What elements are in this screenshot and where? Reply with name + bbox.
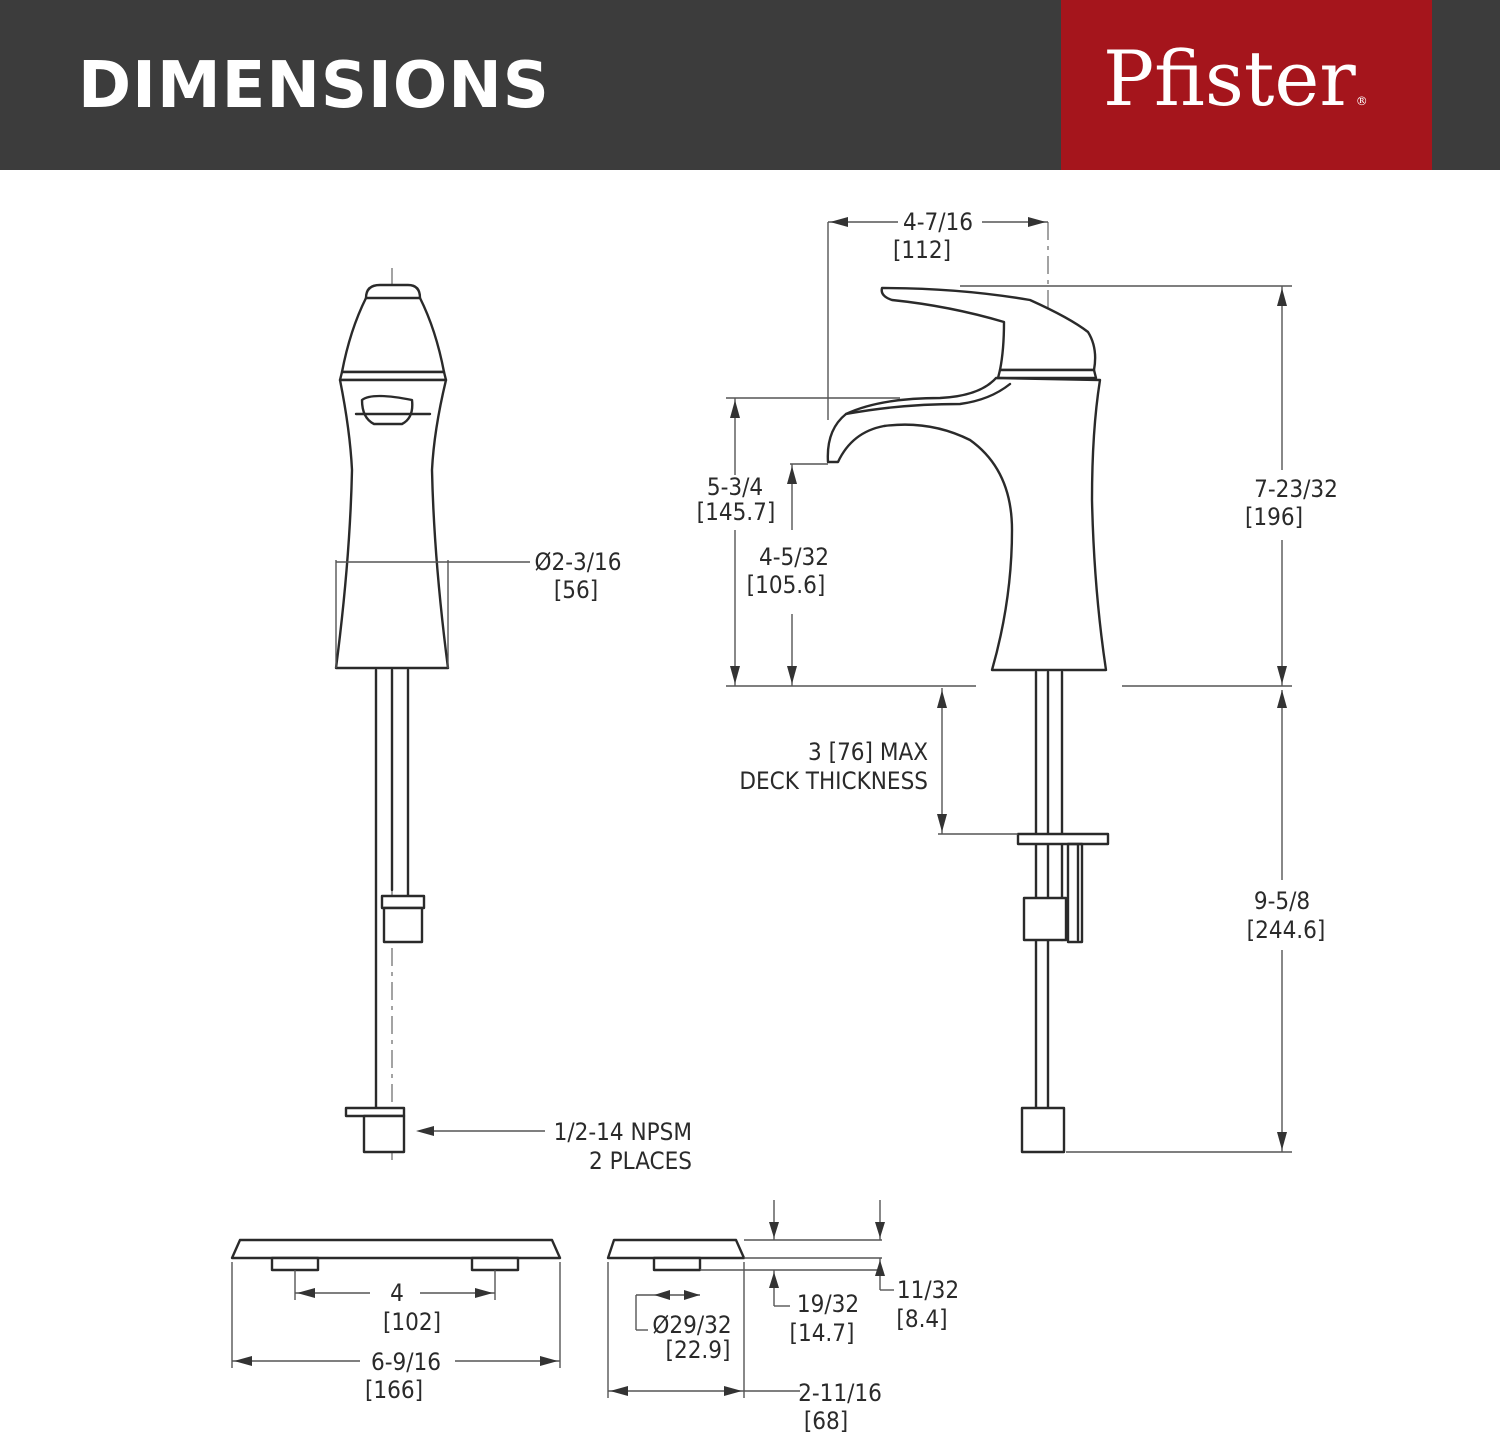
supply-fitting-front [362, 1114, 406, 1154]
reach-arrow-left [830, 217, 848, 227]
base-diameter-label: Ø2-3/16 [535, 548, 622, 576]
plate-offset-label-metric: [14.7] [790, 1319, 855, 1347]
plate-centers-label: 4 [390, 1279, 404, 1307]
hole-diameter-label: Ø29/32 [652, 1311, 731, 1339]
lever-handle [880, 286, 1097, 372]
reach-label: 4-7/16 [903, 208, 973, 236]
aerator-height-arrow-bottom [787, 666, 797, 684]
deck-plate-front [230, 1238, 562, 1368]
spout-height-arrow-bottom [730, 666, 740, 684]
thick-arrow-bottom [875, 1260, 885, 1276]
supply-thread-label-2: 2 PLACES [589, 1147, 692, 1175]
aerator-height-label-metric: [105.6] [747, 571, 826, 599]
reach-label-metric: [112] [893, 236, 951, 264]
mount-nut-side [1022, 896, 1068, 942]
plate-side-body [606, 1238, 746, 1260]
deck-thickness-arrow-top [937, 690, 947, 708]
spout-top-edge [844, 382, 1012, 416]
deck-thickness-label-2: DECK THICKNESS [739, 767, 928, 795]
offset-arrow-bottom [769, 1272, 779, 1288]
base-diameter-label-metric: [56] [554, 576, 598, 604]
faucet-body-side [826, 376, 1108, 672]
registered-mark: ® [1355, 94, 1368, 108]
aerator-height-label: 4-5/32 [759, 543, 829, 571]
plate-thickness-label-metric: [8.4] [896, 1305, 947, 1333]
plate-centers-label-metric: [102] [383, 1308, 441, 1336]
plate-depth-label: 2-11/16 [798, 1379, 882, 1407]
thick-arrow-top [875, 1222, 885, 1238]
supply-thread-label: 1/2-14 NPSM [554, 1118, 692, 1146]
plate-post-right [470, 1256, 520, 1272]
supply-fitting-side [1020, 1106, 1066, 1154]
brand-logo: Pfister® [1061, 0, 1432, 170]
hole-diameter-label-metric: [22.9] [666, 1336, 731, 1364]
plate-offset-label: 19/32 [797, 1290, 859, 1318]
spout-height-arrow-top [730, 400, 740, 418]
spout-opening [360, 394, 414, 426]
page-title: DIMENSIONS [78, 49, 550, 123]
hole-arrow-right [684, 1290, 700, 1300]
hole-arrow-left [654, 1290, 670, 1300]
front-view [334, 268, 545, 1160]
height-arrow-top [1277, 288, 1287, 306]
dimension-drawing: 4-7/16 [112] 7-23/32 [196] 5-3/4 [145.7]… [230, 208, 1338, 1435]
plate-post-left [270, 1256, 320, 1272]
centers-arrow-left [297, 1288, 315, 1298]
deck-plate-side [606, 1200, 894, 1398]
handle-body [340, 296, 446, 374]
shank-arrow-top [1277, 690, 1287, 708]
aerator-height-arrow-top [787, 466, 797, 484]
depth-arrow-right [724, 1386, 742, 1396]
shank-length-label-metric: [244.6] [1247, 916, 1326, 944]
spout-height-label: 5-3/4 [707, 473, 763, 501]
mount-nut-top [380, 894, 426, 910]
deck-thickness-arrow-bottom [937, 814, 947, 832]
plate-width-label: 6-9/16 [371, 1348, 441, 1376]
overall-height-label: 7-23/32 [1254, 475, 1338, 503]
handle-base-ring [996, 368, 1098, 380]
brand-wordmark: Pfister® [1103, 34, 1368, 146]
shank-arrow-bottom [1277, 1132, 1287, 1150]
depth-arrow-left [610, 1386, 628, 1396]
side-view [726, 217, 1292, 1154]
supply-thread-arrow [416, 1126, 434, 1136]
brand-name: Pfister [1103, 34, 1356, 123]
overall-height-label-metric: [196] [1245, 503, 1303, 531]
plate-depth-label-metric: [68] [804, 1407, 848, 1435]
plate-thickness-label: 11/32 [897, 1276, 959, 1304]
width-arrow-right [540, 1356, 558, 1366]
side-rod [1066, 842, 1084, 944]
width-arrow-left [234, 1356, 252, 1366]
plate-width-label-metric: [166] [365, 1376, 423, 1404]
plate-front-body [230, 1238, 562, 1260]
plate-side-post [652, 1256, 702, 1272]
offset-arrow-top [769, 1222, 779, 1238]
mount-nut [382, 906, 424, 944]
header-bar: DIMENSIONS Pfister® [0, 0, 1500, 170]
spout-height-label-metric: [145.7] [697, 498, 776, 526]
centers-arrow-right [475, 1288, 493, 1298]
shank-length-label: 9-5/8 [1254, 887, 1310, 915]
reach-arrow-right [1028, 217, 1046, 227]
deck-thickness-label: 3 [76] MAX [808, 738, 928, 766]
height-arrow-bottom [1277, 666, 1287, 684]
mount-bracket [1016, 832, 1110, 846]
